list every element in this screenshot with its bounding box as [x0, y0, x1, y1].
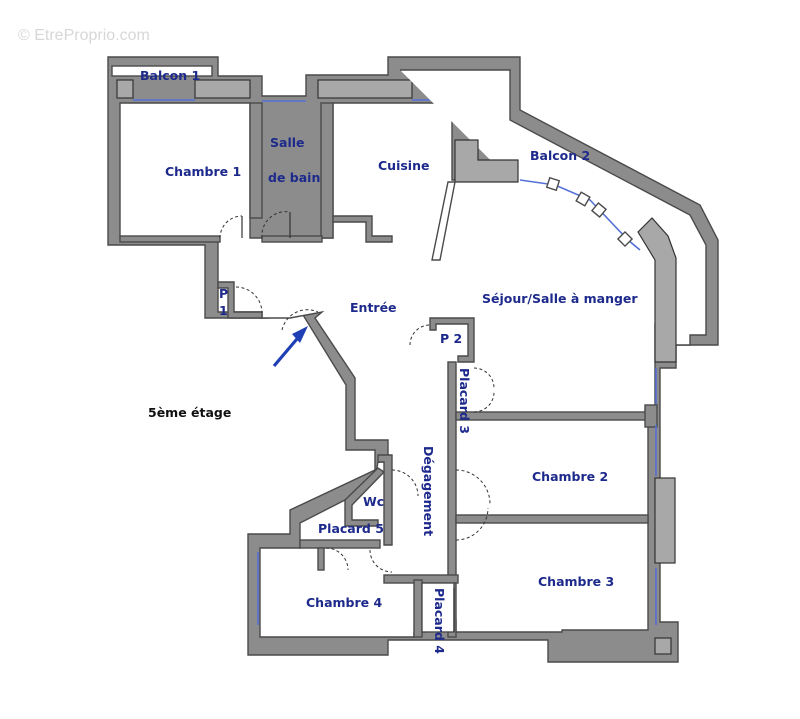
- label-p1-1: P: [219, 286, 228, 301]
- entrance-arrow-head: [292, 326, 308, 343]
- wall-degagement-right: [447, 361, 457, 638]
- door-entree: [281, 309, 319, 331]
- window-post: [590, 201, 608, 219]
- wall-post-ch2: [644, 404, 658, 428]
- balcon1-rail: [111, 65, 213, 77]
- label-chambre2: Chambre 2: [532, 469, 608, 484]
- door-placard5: [325, 547, 349, 571]
- balcon1-planter: [194, 79, 251, 99]
- label-degagement: Dégagement: [421, 446, 436, 536]
- watermark-text: © EtreProprio.com: [18, 27, 150, 44]
- chambre3-post: [654, 637, 672, 655]
- label-placard4: Placard 4: [432, 588, 447, 654]
- sejour-window-arc: [519, 179, 641, 251]
- wall-ch1-salle: [249, 102, 263, 219]
- label-p1-2: 1: [219, 303, 228, 318]
- label-salle-1: Salle: [270, 135, 305, 150]
- window-post: [616, 230, 634, 248]
- sejour-pillar: [637, 217, 677, 363]
- wall-chambre2-bottom: [455, 514, 649, 524]
- label-chambre3: Chambre 3: [538, 574, 614, 589]
- chambre3-pillar: [654, 477, 676, 564]
- wall-ch1-bottom: [119, 235, 221, 243]
- door-placard3-top: [473, 367, 495, 389]
- door-p2: [409, 324, 431, 346]
- window-post: [575, 191, 591, 207]
- wall-chambre4-right: [413, 579, 423, 638]
- wall-wc-right: [377, 454, 393, 546]
- door-chambre4: [369, 549, 393, 573]
- door-chambre1: [219, 215, 243, 239]
- wall-p1: [217, 281, 263, 319]
- label-sejour: Séjour/Salle à manger: [482, 291, 638, 306]
- label-floor: 5ème étage: [148, 405, 231, 420]
- wall-salle-cuisine: [320, 102, 334, 239]
- cuisine-counter-top: [317, 79, 413, 99]
- balcon1-post-left: [116, 79, 134, 99]
- label-wc: Wc: [363, 494, 384, 509]
- wall-cuisine-bottom: [332, 215, 393, 243]
- door-chambre2: [455, 469, 491, 505]
- wall-chambre4-stub: [317, 547, 325, 571]
- door-salle: [261, 211, 291, 239]
- wall-chambre2-top: [455, 411, 649, 421]
- entrance-arrow: [272, 326, 308, 368]
- room-labels: Balcon 1 Chambre 1 Salle de bain Cuisine…: [140, 68, 638, 654]
- wall-wc-left: [344, 467, 386, 527]
- doors: [219, 211, 495, 632]
- label-placard5: Placard 5: [318, 521, 384, 536]
- cuisine-partition: [431, 181, 456, 261]
- door-placard3-bottom: [473, 391, 495, 413]
- door-chambre3: [455, 507, 489, 541]
- label-balcon1: Balcon 1: [140, 68, 200, 83]
- label-chambre4: Chambre 4: [306, 595, 382, 610]
- balcon1-area: [111, 65, 306, 102]
- label-balcon2: Balcon 2: [530, 148, 590, 163]
- label-p2: P 2: [440, 331, 462, 346]
- balcon2-rail: [400, 69, 707, 346]
- wall-p2: [429, 317, 475, 363]
- label-chambre1: Chambre 1: [165, 164, 241, 179]
- label-salle-2: de bain: [268, 170, 320, 185]
- wall-salle-bottom: [261, 235, 323, 243]
- label-entree: Entrée: [350, 300, 397, 315]
- wall-placard5-bottom: [299, 539, 381, 549]
- window-post: [545, 176, 561, 192]
- label-placard3: Placard 3: [457, 368, 472, 434]
- outer-walls: [107, 56, 719, 663]
- label-cuisine: Cuisine: [378, 158, 429, 173]
